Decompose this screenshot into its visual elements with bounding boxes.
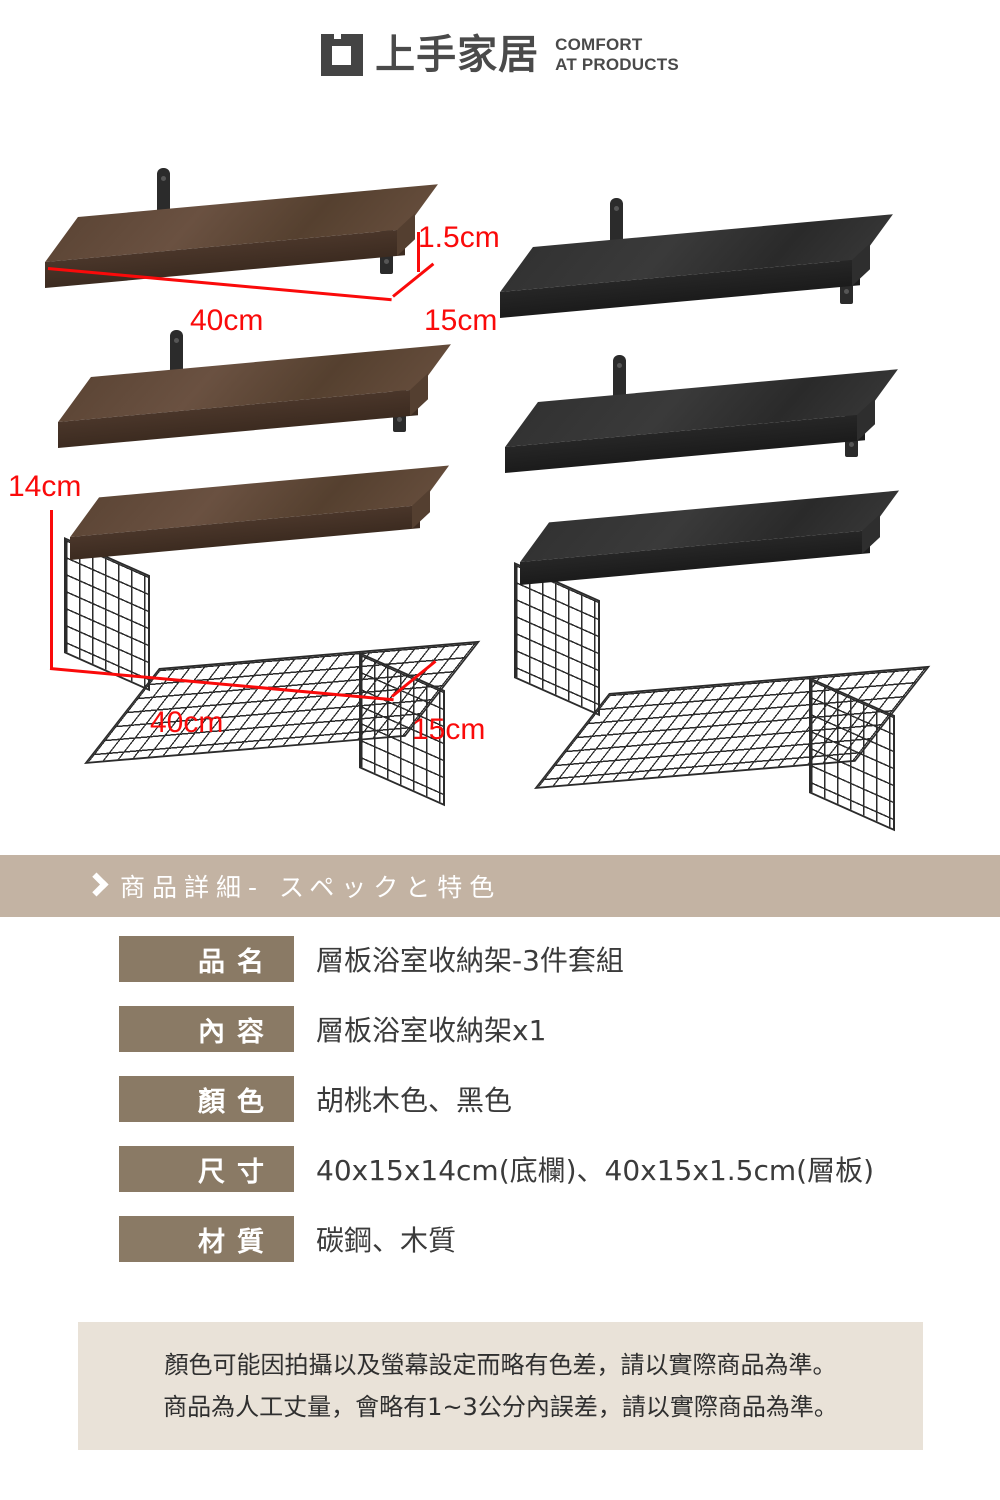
basket-mesh-left-panel bbox=[64, 537, 150, 692]
brand-tagline-line1: COMFORT bbox=[555, 34, 643, 54]
black-shelf-board-top bbox=[500, 198, 893, 318]
logo-inner-square bbox=[332, 46, 352, 65]
dim-label-40cm-basket: 40cm bbox=[150, 706, 224, 739]
dim-label-14cm: 14cm bbox=[8, 470, 82, 503]
table-row: 材質 碳鋼、木質 bbox=[0, 1212, 1000, 1266]
spec-label-name: 品名 bbox=[119, 936, 294, 982]
basket-mesh-left-panel bbox=[514, 562, 600, 717]
walnut-shelf-board-mid bbox=[58, 330, 451, 448]
walnut-basket-shelf bbox=[62, 465, 481, 807]
brand-logo: 上手家居 COMFORT AT PRODUCTS bbox=[321, 32, 679, 78]
disclaimer-line-2: 商品為人工丈量，會略有1~3公分內誤差，請以實際商品為準。 bbox=[163, 1393, 838, 1421]
black-basket-shelf bbox=[512, 490, 931, 832]
brand-tagline: COMFORT AT PRODUCTS bbox=[555, 35, 679, 75]
table-row: 尺寸 40x15x14cm(底欄)、40x15x1.5cm(層板) bbox=[0, 1142, 1000, 1196]
dim-label-40cm-board: 40cm bbox=[190, 304, 264, 337]
spec-label-color: 顏色 bbox=[119, 1076, 294, 1122]
spec-value-size: 40x15x14cm(底欄)、40x15x1.5cm(層板) bbox=[316, 1154, 874, 1187]
table-row: 內容 層板浴室收納架x1 bbox=[0, 1002, 1000, 1056]
disclaimer-line-1: 顏色可能因拍攝以及螢幕設定而略有色差，請以實際商品為準。 bbox=[164, 1351, 837, 1379]
black-shelf-board-mid bbox=[505, 355, 898, 473]
table-row: 品名 層板浴室收納架-3件套組 bbox=[0, 932, 1000, 986]
spec-section-header: 商品詳細- スペックと特色 bbox=[0, 855, 1000, 917]
brand-header: 上手家居 COMFORT AT PRODUCTS bbox=[0, 0, 1000, 110]
dim-line-1_5cm-board bbox=[417, 232, 420, 272]
product-illustration: 40cm 15cm 1.5cm bbox=[0, 110, 1000, 850]
spec-value-name: 層板浴室收納架-3件套組 bbox=[316, 944, 624, 977]
disclaimer-note: 顏色可能因拍攝以及螢幕設定而略有色差，請以實際商品為準。 商品為人工丈量，會略有… bbox=[78, 1322, 923, 1450]
shelf-slab bbox=[70, 465, 450, 560]
spec-label-size: 尺寸 bbox=[119, 1146, 294, 1192]
square-logo-mark-icon bbox=[321, 33, 364, 76]
dim-label-15cm-basket: 15cm bbox=[412, 713, 486, 746]
chevron-right-icon bbox=[88, 874, 104, 898]
brand-tagline-line2: AT PRODUCTS bbox=[555, 55, 679, 74]
basket-top-board bbox=[520, 490, 900, 585]
logo-notch bbox=[334, 33, 342, 39]
spec-table: 品名 層板浴室收納架-3件套組 內容 層板浴室收納架x1 顏色 胡桃木色、黑色 … bbox=[0, 932, 1000, 1282]
spec-label-material: 材質 bbox=[119, 1216, 294, 1262]
spec-label-contents: 內容 bbox=[119, 1006, 294, 1052]
spec-value-contents: 層板浴室收納架x1 bbox=[316, 1014, 547, 1047]
spec-value-material: 碳鋼、木質 bbox=[316, 1224, 457, 1257]
shelf-slab bbox=[505, 369, 898, 473]
walnut-shelf-board-top bbox=[45, 168, 438, 288]
table-row: 顏色 胡桃木色、黑色 bbox=[0, 1072, 1000, 1126]
spec-section-title: 商品詳細- スペックと特色 bbox=[120, 873, 502, 902]
dim-label-15cm-board: 15cm bbox=[424, 304, 498, 337]
shelf-slab bbox=[500, 214, 893, 318]
shelf-slab bbox=[58, 344, 451, 448]
dim-label-1_5cm-board: 1.5cm bbox=[418, 221, 500, 254]
basket-top-board bbox=[70, 465, 450, 560]
brand-name-cn: 上手家居 bbox=[375, 32, 540, 78]
shelf-slab bbox=[520, 490, 900, 585]
dim-line-14cm bbox=[50, 510, 53, 670]
spec-value-color: 胡桃木色、黑色 bbox=[316, 1084, 513, 1117]
